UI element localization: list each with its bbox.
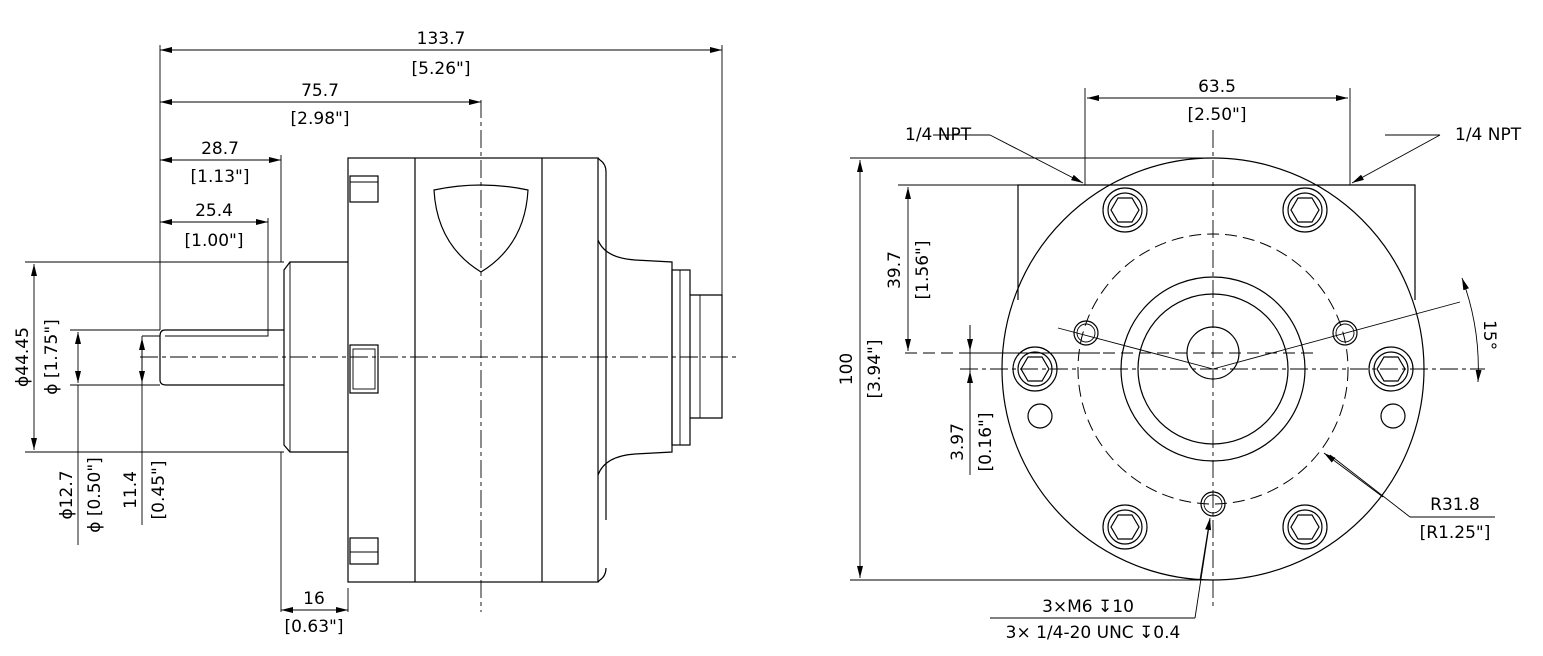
label-port-left: 1/4 NPT	[905, 125, 972, 145]
dim-port-height-in: [1.56"]	[913, 241, 933, 300]
dim-radius-in: [R1.25"]	[1420, 523, 1491, 543]
nameplate	[433, 184, 529, 273]
dim-center-in: [2.98"]	[291, 109, 350, 129]
pump-body	[347, 157, 599, 583]
dim-overall-in: [5.26"]	[412, 59, 471, 79]
dim-pilot-dia-mm: ϕ44.45	[13, 327, 33, 387]
dim-port-spacing-mm: 63.5	[1198, 77, 1236, 97]
dim-shaft-mm: 28.7	[201, 139, 239, 159]
port-block	[1017, 184, 1416, 300]
dim-offset-mm: 3.97	[948, 423, 968, 461]
dim-flat-in: [0.45"]	[149, 461, 169, 520]
thread-callout-imperial: 3× 1/4-20 UNC ↧0.4	[1006, 623, 1181, 643]
rear-port	[690, 294, 723, 419]
dim-shaft-dia-in: ϕ [0.50"]	[85, 457, 105, 533]
dim-pilot-len-in: [0.63"]	[285, 617, 344, 637]
rear-hub	[597, 239, 673, 476]
front-view: 63.5 [2.50"] 1/4 NPT 1/4 NPT 100 [3.94"]…	[837, 77, 1522, 643]
dim-center-mm: 75.7	[301, 81, 339, 101]
dim-height-mm: 100	[837, 353, 857, 385]
dim-overall-mm: 133.7	[417, 29, 466, 49]
dim-offset-in: [0.16"]	[976, 413, 996, 472]
shaft-end	[1186, 326, 1240, 380]
dim-shaft-in: [1.13"]	[191, 167, 250, 187]
dim-key-in: [1.00"]	[185, 231, 244, 251]
bolt-circle	[1077, 233, 1349, 505]
dim-radius-mm: R31.8	[1430, 495, 1480, 515]
dim-port-height-mm: 39.7	[885, 251, 905, 289]
shaft	[159, 329, 284, 386]
dim-flat-mm: 11.4	[121, 471, 141, 509]
shaft-key-flat	[165, 330, 269, 337]
tapped-holes	[1073, 320, 1358, 517]
dim-key-mm: 25.4	[195, 201, 233, 221]
label-port-right: 1/4 NPT	[1455, 125, 1522, 145]
dim-angle: 15°	[1479, 320, 1499, 350]
dim-shaft-dia-mm: ϕ12.7	[57, 470, 77, 519]
thread-callout-metric: 3×M6 ↧10	[1042, 597, 1134, 617]
dim-port-spacing-in: [2.50"]	[1188, 105, 1247, 125]
bolt-bosses	[1012, 187, 1414, 550]
dim-pilot-dia-in: ϕ [1.75"]	[42, 319, 62, 395]
pilot-collar	[283, 261, 348, 453]
side-view: 133.7 [5.26"] 75.7 [2.98"] 28.7 [1.13"] …	[13, 29, 740, 637]
dim-height-in: [3.94"]	[865, 340, 885, 399]
dim-pilot-len-mm: 16	[303, 589, 325, 609]
